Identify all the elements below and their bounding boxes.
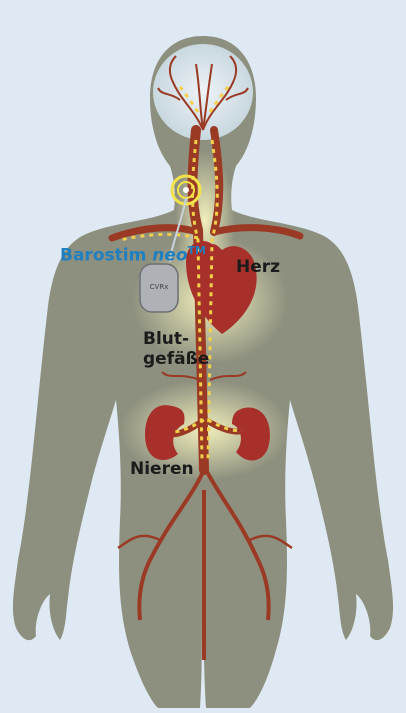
device-trademark: TM — [188, 244, 206, 257]
implant-text: CVRx — [150, 283, 169, 291]
kidneys-label: Nieren — [130, 460, 194, 480]
device-italic: neo — [152, 246, 187, 266]
vessels-label: Blut- gefäße — [143, 330, 209, 369]
device-name: Barostim — [60, 246, 146, 266]
heart-label: Herz — [236, 258, 280, 278]
vessels-label-line2: gefäße — [143, 350, 209, 370]
device-label: Barostim neoTM — [60, 245, 206, 266]
vessels-label-line1: Blut- — [143, 330, 209, 350]
implant-device: CVRx — [140, 264, 178, 312]
